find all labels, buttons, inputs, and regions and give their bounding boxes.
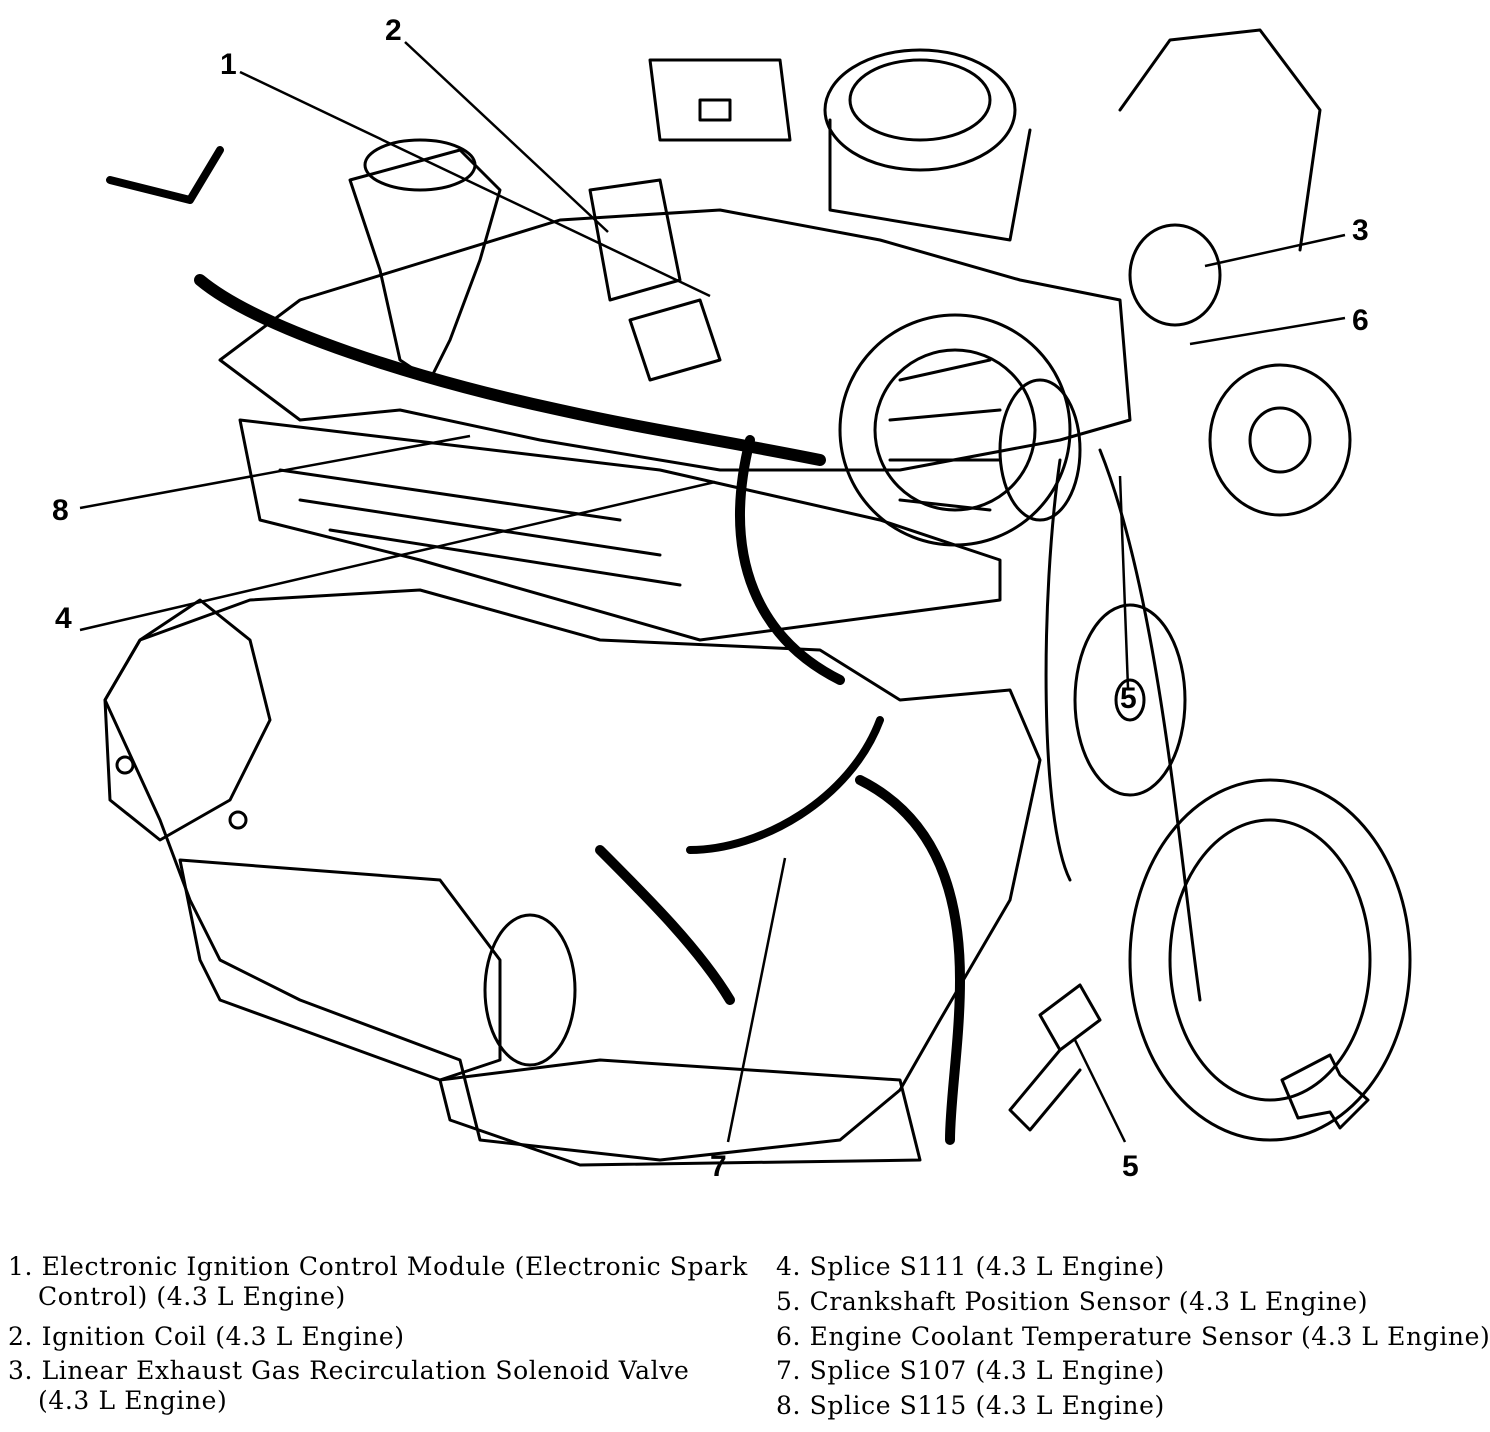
callout-4: 4	[55, 602, 72, 635]
legend-num-5: 5.	[776, 1287, 802, 1316]
ignition-module	[628, 298, 722, 382]
legend-item-6: 6. Engine Coolant Temperature Sensor (4.…	[776, 1322, 1490, 1352]
legend-text-8: Splice S115 (4.3 L Engine)	[809, 1391, 1165, 1420]
legend-item-8: 8. Splice S115 (4.3 L Engine)	[776, 1391, 1165, 1421]
intake-manifold	[218, 208, 1132, 472]
legend-item-1: 1. Electronic Ignition Control Module (E…	[8, 1252, 748, 1312]
legend-item-7: 7. Splice S107 (4.3 L Engine)	[776, 1356, 1165, 1386]
legend-num-8: 8.	[776, 1391, 802, 1420]
leader-1	[239, 70, 711, 298]
exhaust-manifold	[103, 598, 272, 842]
leader-7	[726, 857, 787, 1143]
callout-3: 3	[1352, 214, 1369, 247]
oil-pan	[438, 1058, 922, 1167]
engine-diagram: 1 2 3 4 5 5 6 7 8	[52, 14, 1412, 1183]
legend-num-7: 7.	[776, 1356, 802, 1385]
leader-6	[1189, 316, 1346, 346]
power-steering-pulley	[1208, 363, 1352, 517]
wiring-harness	[194, 274, 826, 466]
valve-cover	[238, 418, 1002, 642]
callout-1: 1	[220, 48, 237, 81]
legend-text-2: Ignition Coil (4.3 L Engine)	[41, 1322, 405, 1351]
legend-num-6: 6.	[776, 1322, 802, 1351]
legend-num-4: 4.	[776, 1252, 802, 1281]
leader-2	[404, 41, 609, 233]
idler-pulley	[1073, 603, 1187, 797]
leader-5a	[1118, 475, 1130, 689]
front-arrow	[1280, 1053, 1370, 1130]
legend-num-1: 1.	[8, 1252, 34, 1281]
legend-text-1b: Control) (4.3 L Engine)	[38, 1282, 346, 1311]
callout-2: 2	[385, 14, 402, 47]
legend-item-4: 4. Splice S111 (4.3 L Engine)	[776, 1252, 1165, 1282]
distributor	[348, 148, 502, 382]
callout-6: 6	[1352, 304, 1369, 337]
legend-item-2: 2. Ignition Coil (4.3 L Engine)	[8, 1322, 405, 1352]
legend-item-5: 5. Crankshaft Position Sensor (4.3 L Eng…	[776, 1287, 1368, 1317]
legend-text-7: Splice S107 (4.3 L Engine)	[809, 1356, 1165, 1385]
legend-text-1: Electronic Ignition Control Module (Elec…	[41, 1252, 748, 1281]
ignition-coil	[588, 178, 682, 302]
engine-block-outline	[103, 588, 1042, 1162]
legend-text-5: Crankshaft Position Sensor (4.3 L Engine…	[809, 1287, 1369, 1316]
legend-text-6: Engine Coolant Temperature Sensor (4.3 L…	[809, 1322, 1490, 1351]
legend-item-3: 3. Linear Exhaust Gas Recirculation Sole…	[8, 1356, 689, 1416]
coolant-hose	[686, 716, 884, 854]
leader-8	[79, 434, 471, 510]
leader-5b	[1073, 1039, 1127, 1143]
starter-motor	[178, 858, 502, 1082]
leader-4	[79, 480, 716, 632]
legend-text-4: Splice S111 (4.3 L Engine)	[809, 1252, 1165, 1281]
legend-text-3b: (4.3 L Engine)	[38, 1386, 228, 1415]
alternator	[838, 313, 1072, 547]
callout-7: 7	[710, 1150, 727, 1183]
egr-valve	[1128, 223, 1222, 327]
throttle-body	[823, 48, 1017, 172]
callout-5a: 5	[1120, 682, 1137, 715]
legend-text-3: Linear Exhaust Gas Recirculation Solenoi…	[41, 1356, 690, 1385]
callout-8: 8	[52, 494, 69, 527]
crank-sensor	[1038, 983, 1102, 1052]
legend-num-3: 3.	[8, 1356, 34, 1385]
leader-3	[1204, 233, 1346, 268]
callout-5b: 5	[1122, 1150, 1139, 1183]
legend-num-2: 2.	[8, 1322, 34, 1351]
crank-pulley	[1128, 778, 1412, 1142]
legend: 1. Electronic Ignition Control Module (E…	[0, 1248, 1490, 1432]
